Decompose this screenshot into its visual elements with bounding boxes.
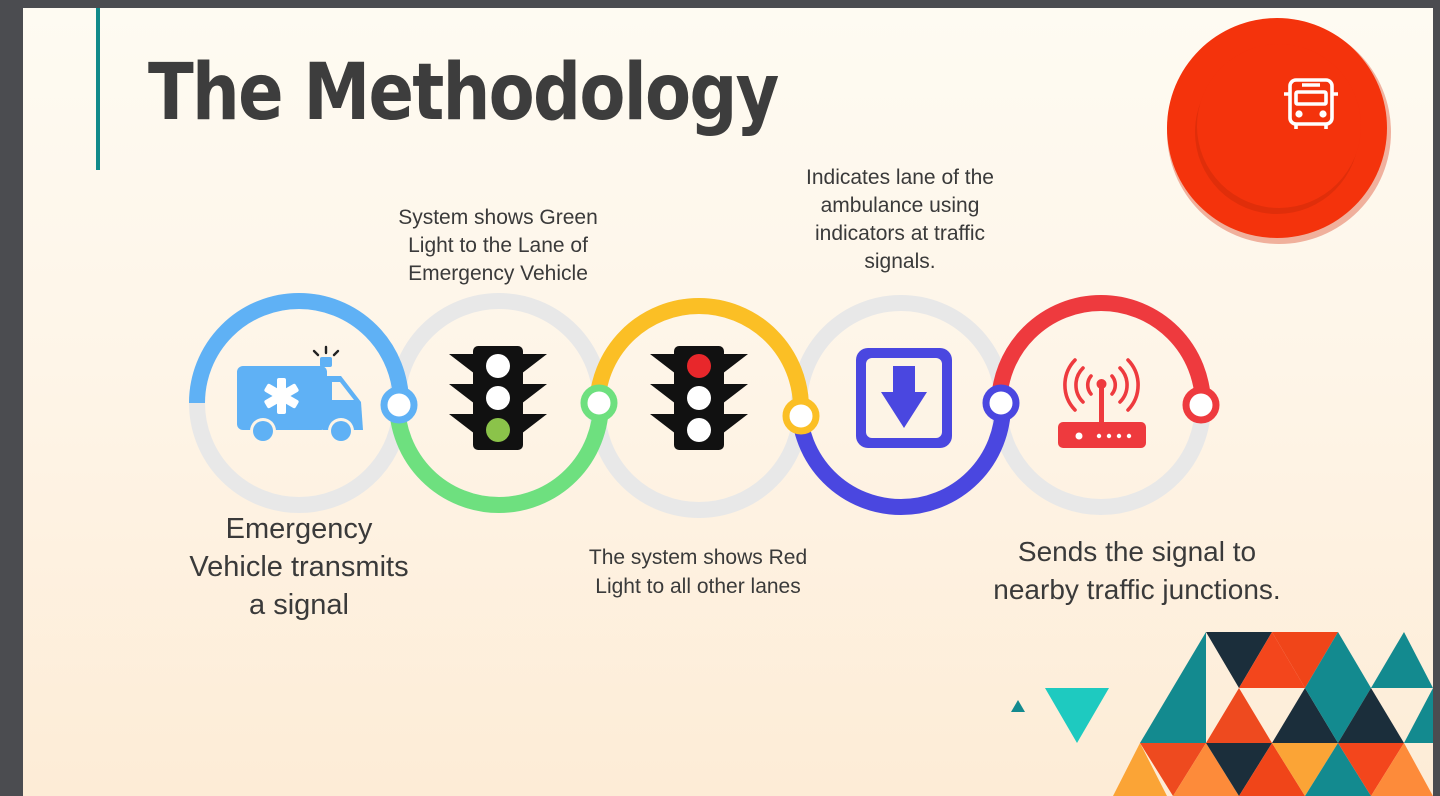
connector-node-2 xyxy=(580,384,618,422)
step5-arc xyxy=(991,295,1211,406)
traffic-light-red-icon xyxy=(650,346,748,450)
connector-node-3 xyxy=(782,397,820,435)
step1-arc xyxy=(189,293,409,404)
step2-label-line: System shows Green xyxy=(398,206,598,229)
bus-icon xyxy=(1284,78,1338,129)
step1-label-line: a signal xyxy=(249,589,349,621)
step2-arc xyxy=(389,402,609,513)
step2-label: System shows Green Light to the Lane of … xyxy=(348,204,648,288)
step1-label-line: Vehicle transmits xyxy=(189,551,409,583)
methodology-diagram xyxy=(189,18,1433,796)
step1-label-line: Emergency xyxy=(225,513,373,545)
step4-label-line: Indicates lane of the xyxy=(806,166,994,189)
step5-label-line: Sends the signal to xyxy=(1017,536,1257,567)
step2-label-line: Emergency Vehicle xyxy=(408,262,588,285)
connector-node-4 xyxy=(982,384,1020,422)
step4-label-line: signals. xyxy=(864,250,936,273)
step1-label: Emergency Vehicle transmits a signal xyxy=(149,510,449,624)
step3-arc xyxy=(589,298,809,409)
connector-node-1 xyxy=(380,386,418,424)
step2-label-line: Light to the Lane of xyxy=(408,234,588,257)
step4-label-line: indicators at traffic xyxy=(814,222,986,245)
traffic-light-green-icon xyxy=(449,346,547,450)
decorative-triangles xyxy=(1011,632,1433,796)
connector-node-5 xyxy=(1182,386,1220,424)
step4-label: Indicates lane of the ambulance using in… xyxy=(750,164,1050,276)
title-accent-bar xyxy=(96,8,100,170)
step5-label-line: nearby traffic junctions. xyxy=(993,574,1281,605)
page-title: The Methodology xyxy=(148,48,779,138)
step3-label-line: Light to all other lanes xyxy=(595,575,801,598)
step4-label-line: ambulance using xyxy=(820,194,980,217)
step4-arc xyxy=(791,404,1011,515)
bus-badge xyxy=(1167,18,1391,244)
slide: The Methodology xyxy=(23,8,1433,796)
step3-label: The system shows Red Light to all other … xyxy=(548,543,848,601)
down-arrow-box-icon xyxy=(856,348,952,448)
ambulance-icon xyxy=(237,345,363,444)
router-icon xyxy=(1058,358,1146,448)
step5-label: Sends the signal to nearby traffic junct… xyxy=(942,533,1332,609)
step3-label-line: The system shows Red xyxy=(588,546,808,569)
